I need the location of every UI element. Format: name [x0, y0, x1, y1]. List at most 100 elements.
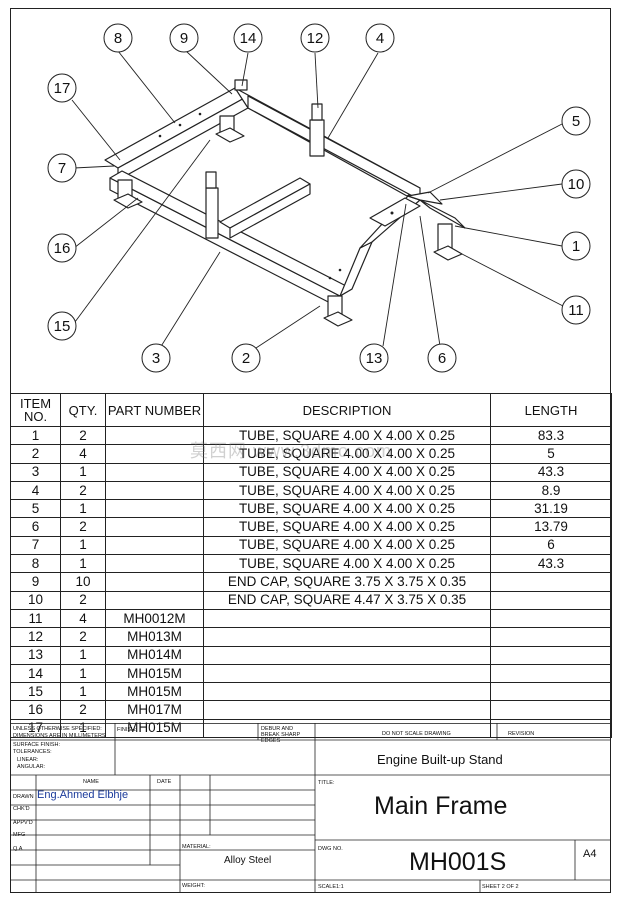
project-name: Engine Built-up Stand [377, 752, 503, 767]
bom-qty: 2 [60, 700, 106, 720]
balloon-leaders [71, 50, 564, 349]
bom-part-number [105, 425, 204, 446]
bom-part-number [105, 462, 204, 482]
bom-header-qty: QTY. [60, 393, 106, 427]
bom-item-no: 13 [10, 645, 61, 665]
bom-qty: 1 [60, 645, 106, 665]
bom-part-number [105, 444, 204, 464]
bom-item-no: 15 [10, 682, 61, 702]
bom-length [490, 608, 612, 629]
tb-sheet: SHEET 2 OF 2 [482, 884, 519, 890]
tb-tolerances: TOLERANCES: [13, 749, 52, 755]
bom-header-item: ITEM NO. [10, 393, 61, 427]
tb-finish: FINISH: [117, 727, 137, 733]
bom-item-no: 11 [10, 608, 61, 629]
bom-description [203, 663, 491, 684]
bom-part-number: MH017M [105, 700, 204, 720]
bom-length: 13.79 [490, 517, 612, 537]
bom-header-length: LENGTH [490, 393, 612, 427]
svg-text:17: 17 [54, 80, 71, 97]
tb-mfg: MFG [13, 832, 26, 838]
bom-length: 31.19 [490, 499, 612, 519]
svg-text:11: 11 [568, 302, 584, 319]
bom-length: 5 [490, 444, 612, 464]
balloon-13 [359, 343, 389, 373]
bom-description [203, 700, 491, 720]
tb-deburr: DEBUR AND BREAK SHARP EDGES [261, 726, 301, 744]
bom-part-number [105, 517, 204, 537]
bom-description: TUBE, SQUARE 4.00 X 4.00 X 0.25 [203, 499, 491, 519]
bom-length [490, 663, 612, 684]
svg-text:14: 14 [240, 30, 257, 47]
bom-qty: 2 [60, 480, 106, 501]
bom-qty: 1 [60, 554, 106, 574]
tb-no-scale: DO NOT SCALE DRAWING [382, 731, 451, 737]
tb-angular: ANGULAR: [17, 764, 46, 770]
bom-description: TUBE, SQUARE 4.00 X 4.00 X 0.25 [203, 425, 491, 446]
bom-length: 43.3 [490, 554, 612, 574]
svg-text:6: 6 [438, 350, 446, 367]
svg-text:1: 1 [572, 238, 580, 255]
bom-part-number: MH013M [105, 627, 204, 647]
bom-length: 43.3 [490, 462, 612, 482]
drawing-title: Main Frame [374, 792, 508, 820]
bom-description: END CAP, SQUARE 4.47 X 3.75 X 0.35 [203, 590, 491, 610]
bom-description [203, 627, 491, 647]
balloon-15 [47, 311, 77, 341]
bom-description [203, 645, 491, 665]
balloon-2 [231, 343, 261, 373]
svg-text:12: 12 [307, 30, 324, 47]
bom-part-number: MH015M [105, 663, 204, 684]
bom-length [490, 700, 612, 720]
bom-item-no: 6 [10, 517, 61, 537]
balloon-8 [103, 23, 133, 53]
svg-text:13: 13 [366, 350, 383, 367]
balloon-numbers: 8 9 14 12 4 17 7 16 15 3 2 13 6 5 10 1 1… [54, 30, 585, 367]
sheet-size: A4 [583, 848, 597, 860]
svg-text:9: 9 [180, 30, 188, 47]
frame-geometry [104, 79, 466, 327]
bom-qty: 1 [60, 499, 106, 519]
bom-description: TUBE, SQUARE 4.00 X 4.00 X 0.25 [203, 517, 491, 537]
tb-approved: APPV'D [13, 820, 33, 826]
balloon-11 [561, 295, 591, 325]
tb-unless: UNLESS OTHERWISE SPECIFIED: [13, 726, 102, 732]
bom-part-number [105, 554, 204, 574]
bom-description: TUBE, SQUARE 4.00 X 4.00 X 0.25 [203, 535, 491, 556]
svg-text:4: 4 [376, 30, 384, 47]
balloon-10 [561, 169, 591, 199]
bom-length [490, 682, 612, 702]
bom-description [203, 608, 491, 629]
bolt-holes [158, 112, 394, 280]
sheet-border-top [10, 8, 611, 9]
tb-linear: LINEAR: [17, 757, 39, 763]
balloon-17 [47, 73, 77, 103]
bom-length: 83.3 [490, 425, 612, 446]
bom-item-no: 4 [10, 480, 61, 501]
bom-length [490, 572, 612, 592]
bom-length [490, 590, 612, 610]
bom-qty: 2 [60, 517, 106, 537]
bom-part-number [105, 499, 204, 519]
title-block-grid [10, 723, 611, 893]
bom-description: TUBE, SQUARE 4.00 X 4.00 X 0.25 [203, 444, 491, 464]
tb-material-label: MATERIAL: [182, 844, 211, 850]
bom-item-no: 2 [10, 444, 61, 464]
svg-text:3: 3 [152, 350, 160, 367]
bom-qty: 10 [60, 572, 106, 592]
balloon-14 [233, 23, 263, 53]
svg-text:8: 8 [114, 30, 122, 47]
bom-qty: 4 [60, 444, 106, 464]
svg-text:2: 2 [242, 350, 250, 367]
bom-item-no: 14 [10, 663, 61, 684]
bom-item-no: 8 [10, 554, 61, 574]
